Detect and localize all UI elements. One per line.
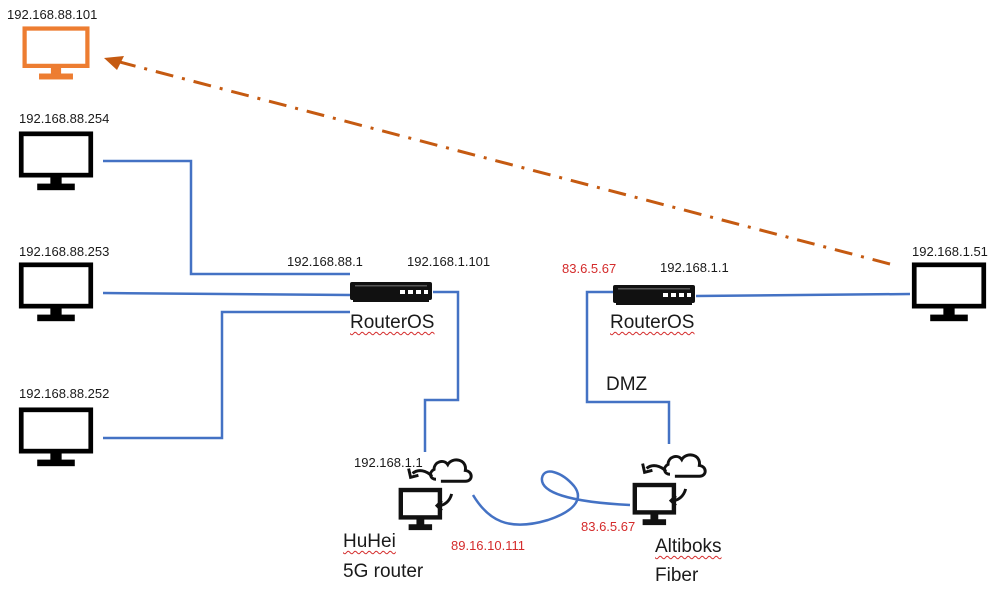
altiboks-subtitle: Fiber [655, 565, 699, 586]
monitor-icon [21, 265, 91, 321]
cloud-computer-icon [401, 460, 471, 530]
router-icon [350, 282, 432, 302]
router-icon [613, 285, 695, 305]
monitor-icon [914, 265, 984, 321]
link-router-huhei [423, 290, 460, 452]
link-pc253-router [102, 291, 351, 297]
huhei-name: HuHei [343, 531, 396, 552]
right-pc-ip: 192.168.1.51 [912, 244, 988, 259]
arrow-head [104, 56, 124, 70]
huhei-ip: 192.168.1.1 [354, 455, 423, 470]
monitor-icon [21, 134, 91, 190]
router-right-lan-ip: 192.168.1.1 [660, 260, 729, 275]
vpn-link [111, 58, 891, 266]
router-left-lan-ip: 192.168.88.1 [287, 254, 363, 269]
router-right-wan-ip: 83.6.5.67 [562, 261, 617, 276]
link-huhei-altiboks [471, 470, 631, 526]
monitor-icon [25, 29, 88, 80]
router-right-label: RouterOS [610, 312, 695, 333]
connection-lines [102, 159, 911, 526]
altiboks-public-ip: 83.6.5.67 [581, 519, 636, 534]
link-pc252-router [103, 310, 350, 440]
link-pc254-router [103, 159, 350, 276]
link-router-altiboks [585, 290, 671, 444]
cloud-computer-icon [635, 455, 705, 525]
pc-252-ip: 192.168.88.252 [19, 386, 110, 401]
pc-253-ip: 192.168.88.253 [19, 244, 110, 259]
monitor-icon [21, 410, 91, 466]
router-left-label: RouterOS [350, 312, 435, 333]
link-router-rightpc [695, 292, 911, 298]
huhei-subtitle: 5G router [343, 561, 424, 582]
huhei-public-ip: 89.16.10.111 [451, 538, 525, 553]
pc-254-ip: 192.168.88.254 [19, 111, 110, 126]
dmz-label: DMZ [606, 374, 648, 395]
router-left-wan-ip: 192.168.1.101 [407, 254, 491, 269]
remote-pc-ip: 192.168.88.101 [7, 7, 98, 22]
altiboks-name: Altiboks [655, 536, 722, 557]
